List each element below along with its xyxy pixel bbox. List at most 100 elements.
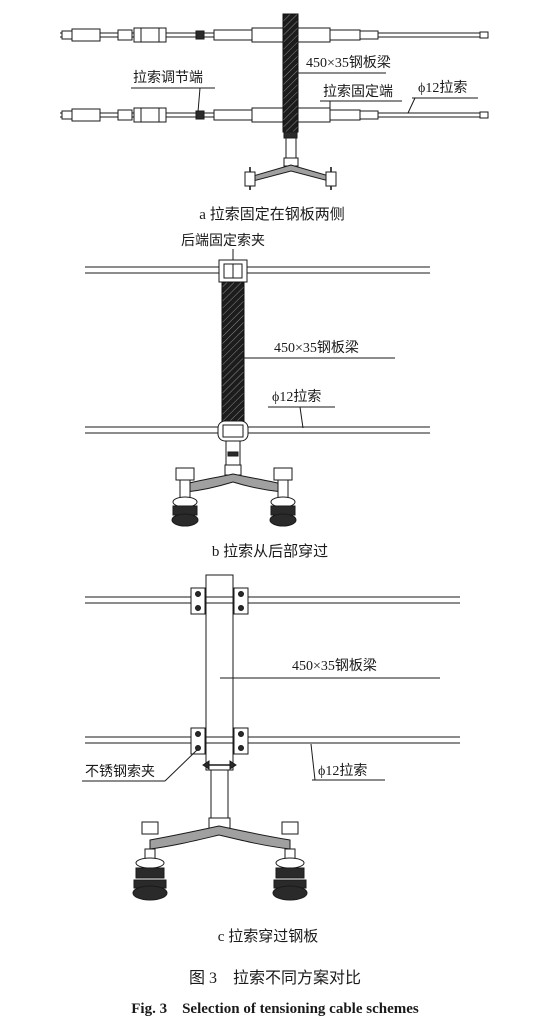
fork-end (251, 27, 284, 43)
clamp-plate (233, 587, 249, 615)
cable-end-fitting (61, 30, 73, 40)
cable-leader (407, 97, 416, 114)
clamp-inner (222, 424, 244, 438)
clamp-label: 不锈钢索夹 (85, 763, 155, 780)
clamp-stem (179, 479, 191, 499)
stainless-clamp-upper (190, 587, 249, 615)
cable-assembly-lower (60, 107, 489, 123)
panel-c: 450×35钢板梁 不锈钢索夹 ϕ12拉索 c 拉索穿过钢板 (82, 574, 460, 945)
clamp-plate (233, 727, 249, 755)
clamp-bolt (238, 731, 244, 737)
clamp-nut (141, 821, 159, 835)
threaded-rod (213, 109, 253, 121)
post-ring (227, 451, 239, 457)
clamp-nut (273, 467, 293, 481)
clamp-plate (190, 587, 206, 615)
clamp-base (171, 513, 199, 527)
glass-clamp (325, 171, 337, 187)
support-post (210, 769, 229, 819)
cable-end-fitting (479, 111, 489, 119)
support-node (132, 769, 308, 901)
spider-arms (185, 473, 283, 493)
cable-connector (117, 109, 133, 121)
cable-leader (299, 406, 304, 429)
beam-label: 450×35钢板梁 (274, 340, 359, 356)
rear-clamp-label: 后端固定索夹 (181, 232, 265, 249)
adjust-nut (195, 30, 205, 40)
panel-caption: b 拉索从后部穿过 (212, 543, 328, 560)
adjust-nut (195, 110, 205, 120)
threaded-rod (329, 29, 361, 41)
threaded-rod (213, 29, 253, 41)
panel-a: 450×35钢板梁 拉索调节端 拉索固定端 ϕ12拉索 a 拉索固定在钢板两侧 (60, 13, 489, 223)
support-node (171, 440, 297, 527)
fork-end (297, 27, 331, 43)
threaded-rod (329, 109, 361, 121)
spider-arms (252, 164, 330, 182)
clamp-base (269, 513, 297, 527)
adjust-end-label: 拉索调节端 (133, 69, 203, 86)
arrow-head-right (229, 760, 237, 770)
glass-clamp-left (171, 467, 199, 527)
fixed-end-label: 拉索固定端 (323, 83, 393, 100)
clamp-stem (277, 479, 289, 499)
rear-cable-clamp (218, 259, 248, 283)
cable-label: ϕ12拉索 (272, 388, 321, 405)
cable-leader (310, 743, 316, 781)
turnbuckle-body (133, 27, 167, 43)
fork-end (297, 107, 331, 123)
clamp-base (132, 885, 168, 901)
panel-caption: a 拉索固定在钢板两侧 (199, 205, 344, 223)
clamp-bolt (195, 605, 201, 611)
figure-title-english: Fig. 3 Selection of tensioning cable sch… (131, 1001, 419, 1017)
cable-connector (359, 30, 379, 40)
cable-label: ϕ12拉索 (418, 79, 467, 96)
clamp-bolt (238, 745, 244, 751)
clamp-nut (175, 467, 195, 481)
cable-assembly-upper (60, 27, 489, 43)
figure-title-chinese: 图 3 拉索不同方案对比 (189, 969, 361, 987)
adjust-end-leader (197, 87, 201, 113)
clamp-bolt (195, 591, 201, 597)
clamp-bolt (238, 591, 244, 597)
cable-end-fitting (61, 110, 73, 120)
clamp-pad (135, 867, 165, 879)
glass-clamp-left (132, 821, 168, 901)
steel-plate-beam (205, 574, 234, 771)
clamp-plate (190, 727, 206, 755)
glass-clamp (244, 171, 256, 187)
support-post (285, 137, 297, 159)
clamp-nut (281, 821, 299, 835)
support-node (244, 131, 337, 190)
clamp-bolt (195, 731, 201, 737)
panel-b: 后端固定索夹 450×35钢板梁 ϕ12拉索 b 拉索从后部穿过 (85, 232, 430, 560)
fork-end (251, 107, 284, 123)
beam-label: 450×35钢板梁 (292, 658, 377, 674)
turnbuckle-body (133, 107, 167, 123)
cable-end-fitting (479, 31, 489, 39)
steel-plate-beam (221, 281, 245, 423)
clamp-leader (164, 749, 198, 782)
clamp-base (272, 885, 308, 901)
clamp-pad (275, 867, 305, 879)
stainless-clamp-lower (190, 727, 249, 755)
cable-label: ϕ12拉索 (318, 762, 367, 779)
clamp-disc (135, 857, 165, 869)
lower-cable-clamp (217, 420, 249, 442)
arrow-head-left (202, 760, 210, 770)
clamp-bolt (238, 605, 244, 611)
steel-plate-beam (282, 13, 299, 133)
panel-caption: c 拉索穿过钢板 (218, 927, 318, 945)
cable-connector (117, 29, 133, 41)
connector-plate (283, 131, 298, 139)
clamp-bolt (195, 745, 201, 751)
cable-connector (359, 110, 379, 120)
width-arrow (202, 760, 237, 770)
beam-label: 450×35钢板梁 (306, 55, 391, 71)
clamp-disc (275, 857, 305, 869)
glass-clamp-right (269, 467, 297, 527)
cable-sleeve (71, 108, 101, 122)
glass-clamp-right (272, 821, 308, 901)
spider-arms (149, 825, 291, 850)
